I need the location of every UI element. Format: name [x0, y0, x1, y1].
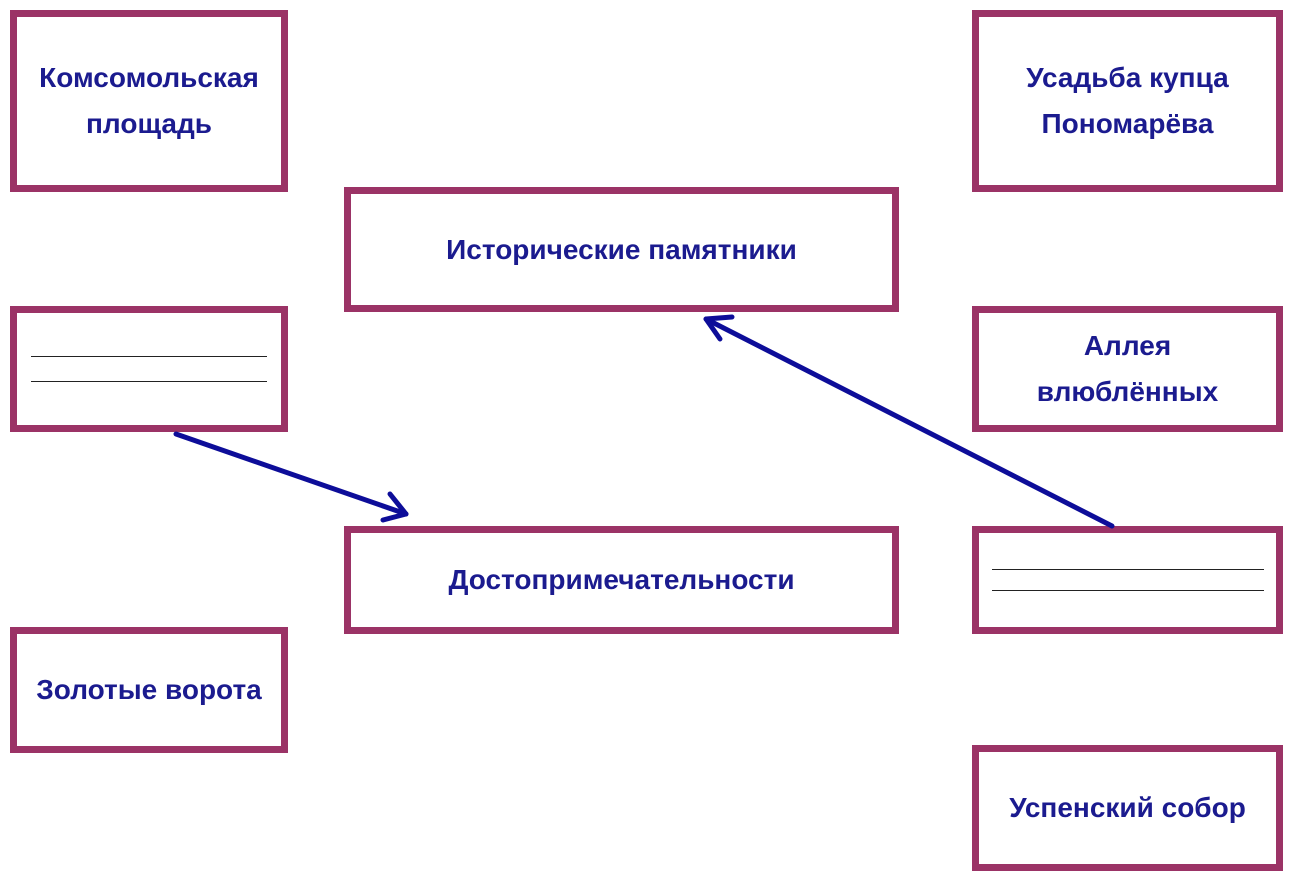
uspensky-label: Успенский собор [1009, 792, 1246, 823]
box-blank-right [972, 526, 1283, 634]
box-alleya-vlyublennyh: Аллея влюблённых [972, 306, 1283, 432]
box-blank-left [10, 306, 288, 432]
box-dostoprimechatelnosti: Достопримечательности [344, 526, 899, 634]
blank-line [31, 356, 267, 357]
blank-line [991, 590, 1264, 591]
box-historical-monuments: Исторические памятники [344, 187, 899, 312]
usadba-line-2: Пономарёва [1041, 108, 1214, 139]
komsomolskaya-line-2: площадь [86, 108, 212, 139]
box-usadba-ponomareva: Усадьба купца Пономарёва [972, 10, 1283, 192]
box-komsomolskaya-square: Комсомольская площадь [10, 10, 288, 192]
usadba-line-1: Усадьба купца [1026, 62, 1229, 93]
alleya-line-2: влюблённых [1036, 376, 1219, 407]
box-uspensky-sobor: Успенский собор [972, 745, 1283, 871]
blank-line [991, 569, 1264, 570]
historical-label: Исторические памятники [446, 233, 797, 265]
arrow-blank-left-to-dostoprim [173, 431, 409, 523]
komsomolskaya-line-1: Комсомольская [39, 62, 259, 93]
arrow-blank-right-to-historical [703, 314, 1115, 529]
box-zolotye-vorota: Золотые ворота [10, 627, 288, 753]
zolotye-label: Золотые ворота [36, 674, 262, 705]
dostoprim-label: Достопримечательности [448, 564, 795, 595]
alleya-line-1: Аллея [1083, 330, 1172, 361]
blank-line [31, 381, 267, 382]
